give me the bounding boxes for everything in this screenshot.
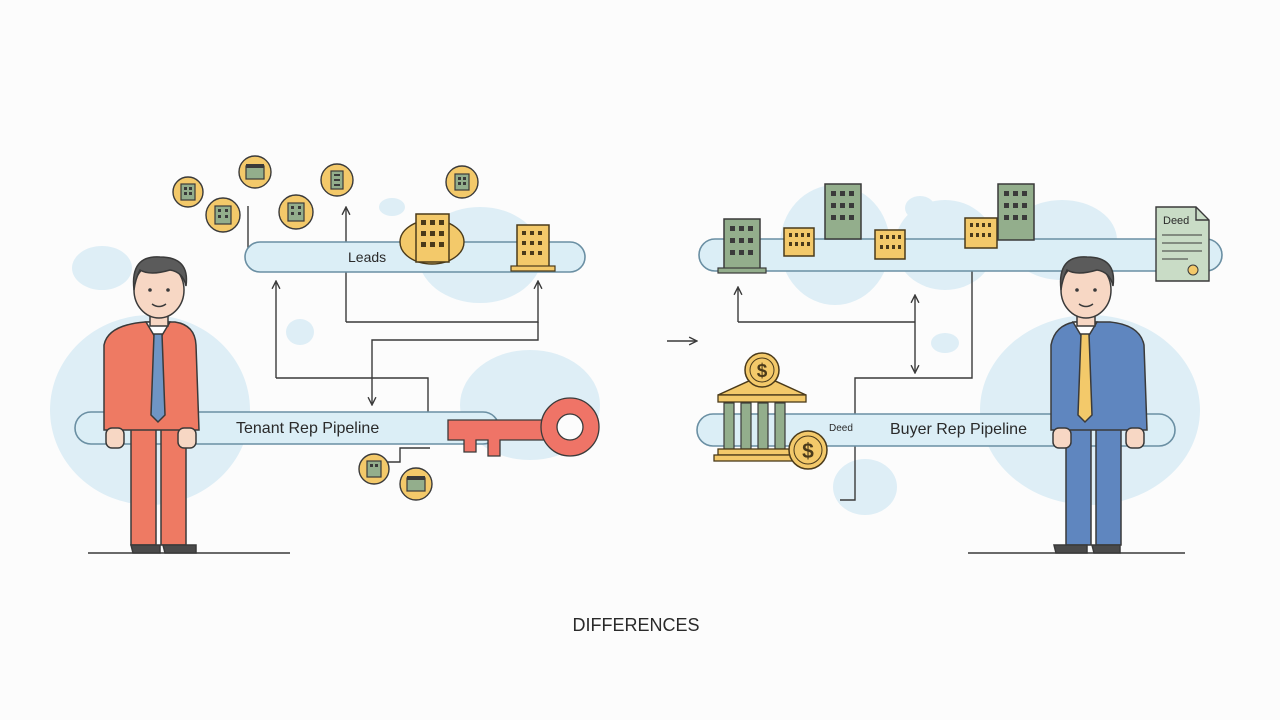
building-icon bbox=[415, 213, 450, 263]
building-icon bbox=[717, 218, 767, 274]
building-icon bbox=[445, 165, 479, 199]
deed-document-icon bbox=[1155, 206, 1210, 282]
bank-icon bbox=[713, 374, 807, 462]
deed-small-label: Deed bbox=[829, 423, 853, 434]
building-icon bbox=[510, 224, 556, 272]
footer-title: DIFFERENCES bbox=[572, 615, 699, 635]
deed-document-label: Deed bbox=[1163, 215, 1189, 227]
svg-text:$: $ bbox=[802, 440, 814, 463]
businessman-blue-suit bbox=[1050, 256, 1148, 554]
dollar-coin-icon: $ bbox=[744, 352, 780, 388]
dollar-coin-icon: $ bbox=[788, 430, 828, 470]
lead-coins bbox=[172, 155, 479, 501]
building-icon bbox=[874, 229, 906, 260]
building-icon bbox=[964, 217, 998, 249]
storefront-icon bbox=[238, 155, 272, 189]
top-right-pipeline bbox=[698, 238, 1223, 272]
building-icon bbox=[783, 227, 815, 257]
storefront-icon bbox=[399, 467, 433, 501]
building-icon bbox=[278, 194, 314, 230]
tenant-rep-pipeline-label: Tenant Rep Pipeline bbox=[236, 420, 379, 437]
building-icon bbox=[358, 453, 390, 485]
svg-text:$: $ bbox=[757, 361, 768, 382]
key-icon bbox=[447, 397, 600, 457]
building-icon bbox=[172, 176, 204, 208]
businessman-red-suit bbox=[103, 256, 200, 554]
buyer-rep-pipeline-label: Buyer Rep Pipeline bbox=[890, 421, 1027, 438]
building-icon bbox=[320, 163, 354, 197]
leads-label: Leads bbox=[348, 249, 386, 265]
building-icon bbox=[997, 183, 1035, 241]
building-icon bbox=[205, 197, 241, 233]
building-icon bbox=[824, 183, 862, 240]
